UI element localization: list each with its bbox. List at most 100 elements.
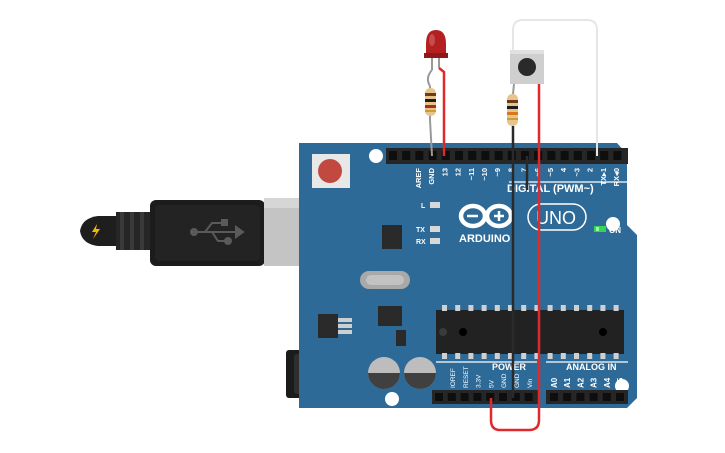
on-label: ON — [609, 226, 621, 235]
resistor-led[interactable] — [425, 88, 436, 116]
rx-led — [430, 238, 440, 244]
pin-label: 4 — [559, 167, 568, 172]
pin-label: ~6 — [533, 168, 542, 177]
header-pin-hole[interactable] — [499, 393, 507, 401]
header-pin-hole[interactable] — [435, 393, 443, 401]
chip-tiny — [396, 330, 406, 346]
header-pin-hole[interactable] — [589, 393, 598, 401]
header-pin-hole[interactable] — [494, 151, 503, 160]
chip-leg — [534, 305, 540, 311]
pin-label: ~10 — [480, 168, 489, 181]
red-led[interactable] — [424, 30, 448, 70]
wire-white-loop[interactable] — [512, 19, 598, 156]
header-pin-hole[interactable] — [415, 151, 424, 160]
header-pin-hole[interactable] — [486, 393, 495, 401]
digital-label: DIGITAL (PWM~) — [507, 183, 594, 195]
header-pin-hole[interactable] — [468, 151, 477, 160]
header-pin-hole[interactable] — [563, 393, 572, 401]
chip-leg — [442, 305, 447, 311]
header-pin-hole[interactable] — [576, 393, 585, 401]
chip-small — [382, 225, 402, 249]
header-pin-hole[interactable] — [441, 151, 450, 160]
header-pin-hole[interactable] — [613, 151, 622, 160]
pin-label: Vin — [527, 378, 534, 388]
mounting-hole — [385, 392, 399, 406]
push-button[interactable] — [510, 50, 544, 84]
pin-label: 12 — [454, 168, 463, 176]
capacitor — [404, 357, 436, 389]
header-pin-hole[interactable] — [560, 151, 569, 160]
pin-label: A3 — [590, 377, 599, 388]
chip-leg — [481, 353, 487, 359]
chip-leg — [574, 305, 579, 311]
chip-leg — [442, 353, 447, 359]
chip-leg — [455, 353, 461, 359]
arduino-brand: ARDUINO — [459, 233, 511, 245]
l-led — [430, 202, 440, 208]
pin-label: GND — [501, 373, 508, 388]
wire-red-5v[interactable] — [489, 84, 541, 432]
chip-leg — [468, 305, 474, 311]
header-pin-hole[interactable] — [460, 393, 469, 401]
wire-led-pin13[interactable] — [438, 67, 446, 156]
chip-leg — [494, 353, 500, 359]
header-pin-hole[interactable] — [600, 151, 609, 160]
usb-symbol-icon — [190, 219, 245, 245]
chip-leg — [521, 353, 527, 359]
header-pin-hole[interactable] — [473, 393, 482, 401]
chip-leg — [547, 353, 553, 359]
pin-label: GND — [427, 167, 436, 184]
header-pin-hole[interactable] — [389, 151, 397, 160]
header-pin-hole[interactable] — [550, 393, 558, 401]
header-pin-hole[interactable] — [511, 393, 520, 401]
chip-leg — [481, 305, 487, 311]
pin-label: 7 — [520, 168, 529, 172]
pin-label: A1 — [563, 377, 572, 388]
header-pin-hole[interactable] — [402, 151, 411, 160]
atmega-chip — [436, 305, 624, 359]
mounting-hole — [369, 149, 383, 163]
header-pin-hole[interactable] — [447, 393, 456, 401]
power-label: POWER — [492, 362, 527, 372]
pin-label: 8 — [506, 168, 515, 172]
header-pin-hole[interactable] — [616, 393, 624, 401]
chip-leg — [600, 353, 606, 359]
rx-led-label: RX — [416, 239, 426, 246]
header-pin-hole[interactable] — [481, 151, 490, 160]
header-pin-hole[interactable] — [521, 151, 529, 160]
chip-leg — [455, 305, 461, 311]
header-pin-hole[interactable] — [587, 151, 595, 160]
header-pin-hole[interactable] — [547, 151, 556, 160]
pin-label: RESET — [463, 366, 470, 388]
chip-leg — [547, 305, 553, 311]
header-pin-hole[interactable] — [602, 393, 611, 401]
on-led — [594, 226, 606, 232]
l-led-label: L — [421, 203, 426, 210]
tx-led-label: TX — [416, 227, 425, 234]
chip-leg — [494, 305, 500, 311]
pin-label: ~9 — [493, 168, 502, 177]
pin-label: A4 — [603, 377, 612, 388]
uno-label: UNO — [536, 208, 576, 228]
chip-leg — [560, 305, 566, 311]
chip-leg — [468, 353, 474, 359]
header-pin-hole[interactable] — [455, 151, 463, 160]
header-pin-hole[interactable] — [573, 151, 582, 160]
pin-label: 2 — [586, 168, 595, 172]
pin-label: ~5 — [546, 168, 555, 177]
pin-label: 5V — [488, 379, 495, 388]
pin-label: ~11 — [467, 168, 476, 180]
capacitor — [368, 357, 400, 389]
pin-label: ~3 — [572, 168, 581, 177]
mounting-hole — [606, 217, 620, 231]
chip-leg — [534, 353, 540, 359]
resistor-button[interactable] — [507, 94, 518, 126]
chip-leg — [508, 353, 513, 359]
header-pin-hole[interactable] — [524, 393, 533, 401]
reset-button[interactable] — [312, 154, 350, 188]
